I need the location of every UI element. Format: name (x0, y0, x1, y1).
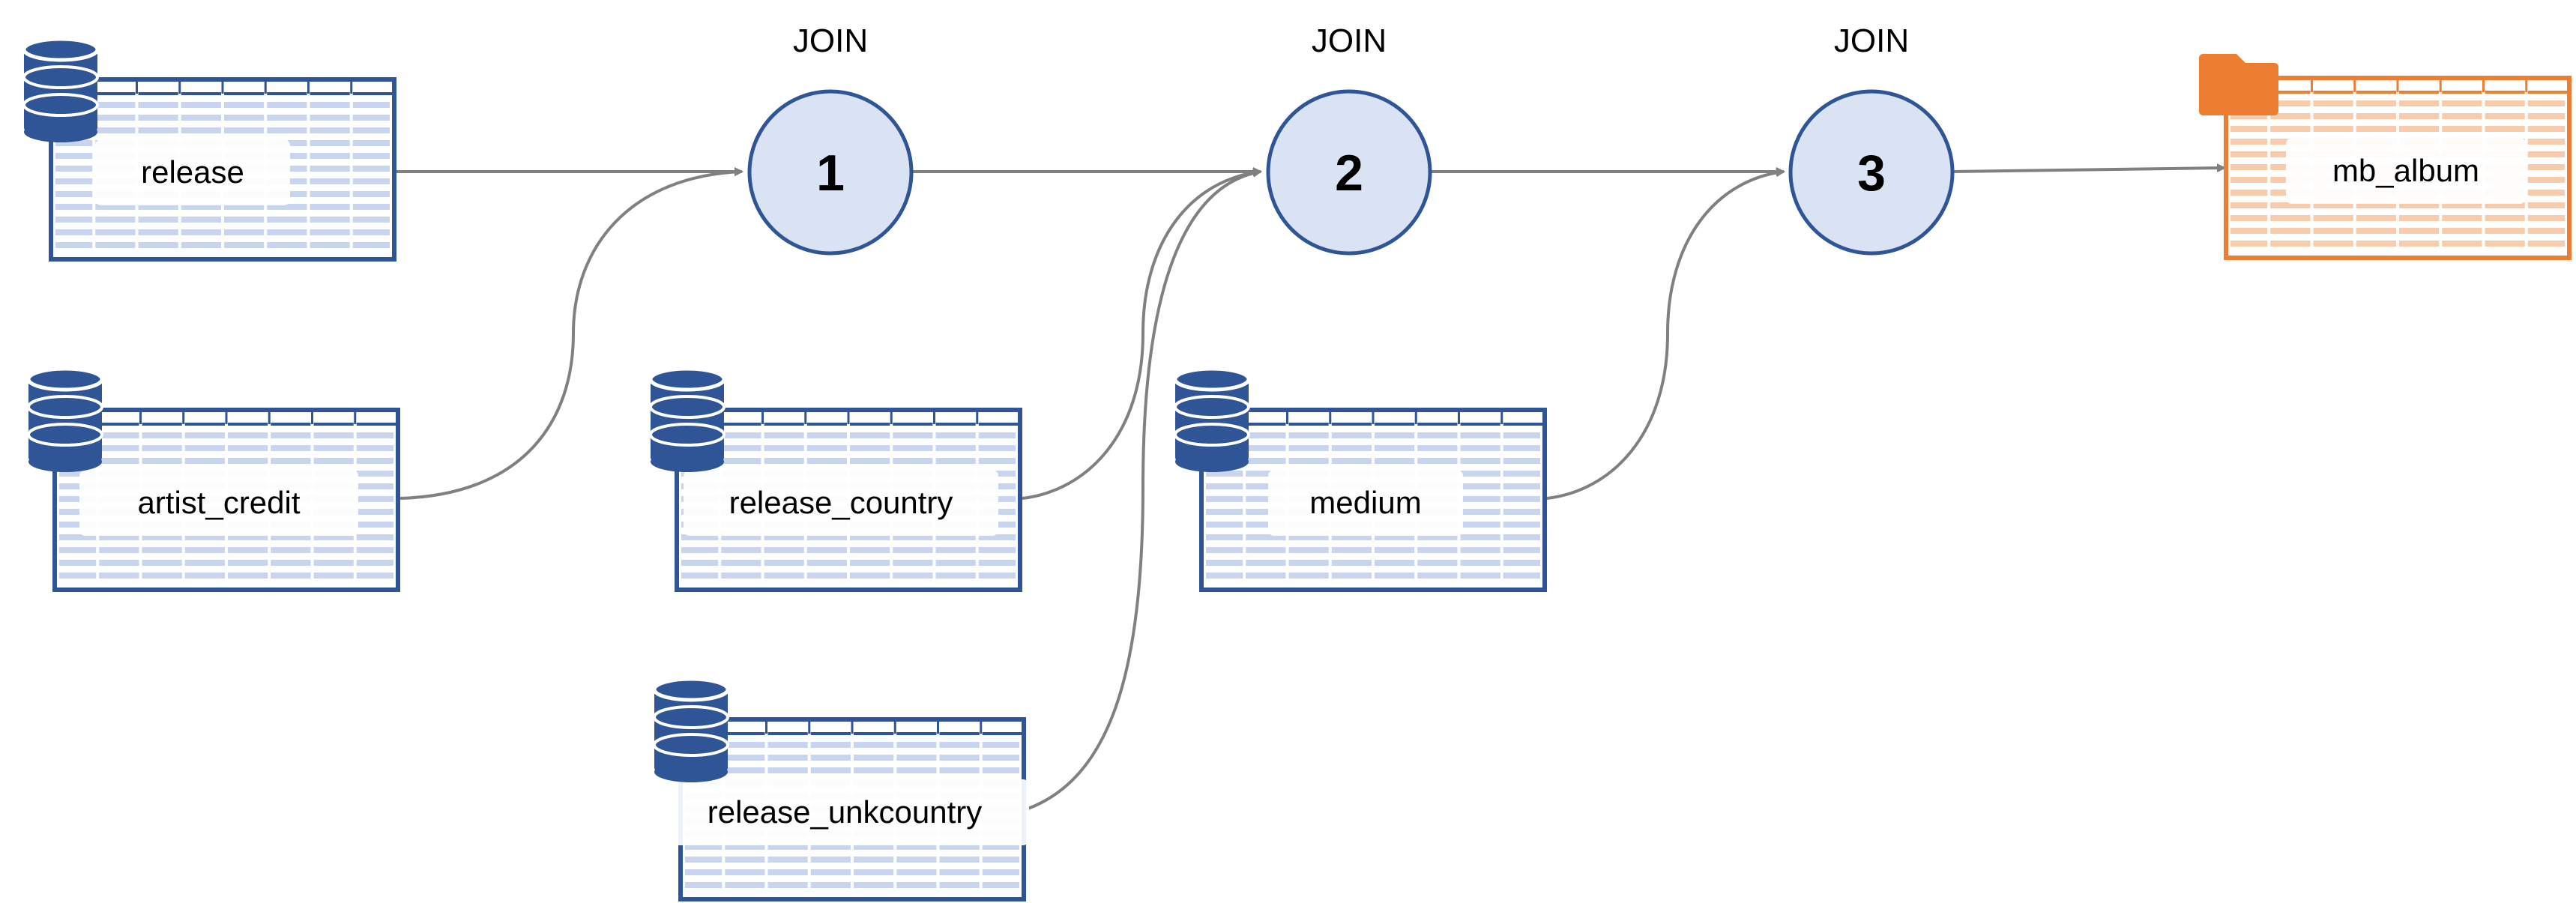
join-step-number: 1 (816, 145, 845, 202)
join-label: JOIN (793, 22, 868, 59)
database-icon (652, 677, 730, 782)
edge-release-unkcountry-to-join-2 (1025, 168, 1262, 811)
join-node (1266, 89, 1432, 256)
edges (396, 163, 2226, 811)
source-table-release-unkcountry: release_unkcountry (652, 677, 1029, 902)
source-table-release-country: release_country (648, 366, 1022, 592)
table-label: release (141, 154, 244, 190)
source-table-artist-credit: artist_credit (26, 366, 400, 592)
join-label: JOIN (1312, 22, 1387, 59)
join-step-number: 3 (1857, 145, 1886, 202)
database-icon (648, 366, 726, 472)
edge-artist-credit-to-join-1 (399, 167, 743, 500)
source-table-medium: medium (1173, 366, 1547, 592)
join-step-number: 2 (1335, 145, 1363, 202)
folder-icon (2199, 54, 2278, 115)
database-icon (22, 37, 100, 142)
table-label: artist_credit (137, 485, 300, 520)
tables: release artist_credit release_country mediu… (22, 37, 2572, 902)
edge-release-country-to-join-2 (1022, 168, 1262, 500)
join-step-1: JOIN 1 (747, 22, 914, 256)
table-label: release_country (729, 485, 953, 520)
database-icon (26, 366, 104, 472)
database-icon (1173, 366, 1251, 472)
table-label: release_unkcountry (708, 794, 983, 830)
join-node (747, 89, 914, 256)
join-step-2: JOIN 2 (1266, 22, 1432, 256)
edge-medium-to-join-3 (1546, 168, 1785, 500)
output-label: mb_album (2332, 153, 2479, 188)
join-node (1788, 89, 1955, 256)
join-step-3: JOIN 3 (1788, 22, 1955, 256)
source-table-release: release (22, 37, 396, 262)
edge-join-3-to-output (1953, 163, 2226, 173)
join-steps: JOIN 1 JOIN 2 JOIN 3 (747, 22, 1955, 256)
table-label: medium (1309, 485, 1421, 520)
join-label: JOIN (1834, 22, 1909, 59)
output-table-mb-album: mb_album (2199, 54, 2572, 260)
